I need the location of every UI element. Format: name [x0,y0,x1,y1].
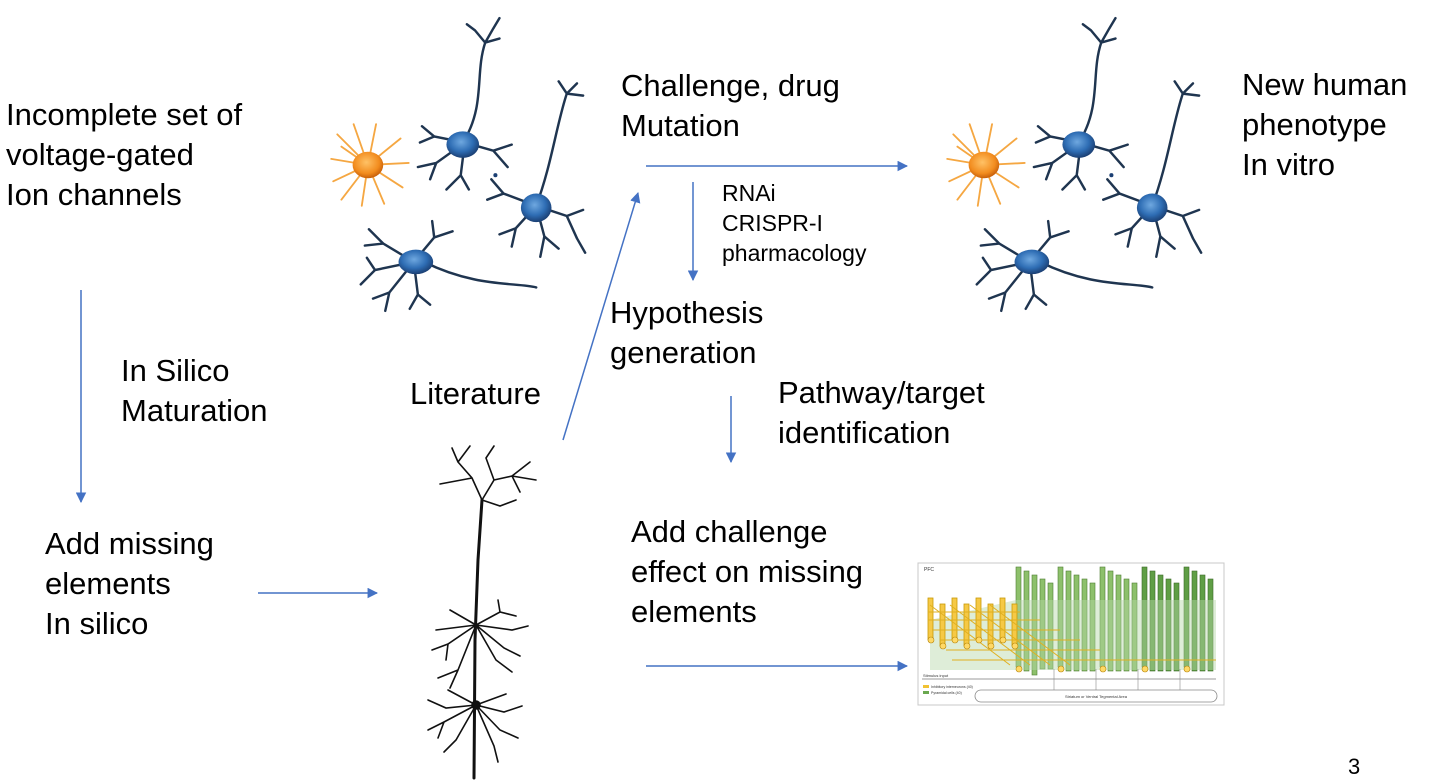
network-legend-pyramidal: Pyramidal cells (40) [931,691,962,695]
add-challenge-effect-text: Add challenge effect on missing elements [631,514,864,629]
pyramidal-cell-columns [1015,566,1214,676]
incomplete-ion-channels-text: Incomplete set of voltage-gated Ion chan… [6,97,243,212]
neuron-culture-image-left [329,16,587,313]
network-legend-interneurons: Inhibitory interneurons (40) [931,685,973,689]
new-human-phenotype-text: New human phenotype In vitro [1242,67,1408,182]
network-model-figure: PFC Stimulus input Inhibitory interneuro… [917,562,1225,706]
network-target-label: Striatum or Ventral Tegmental Area [1065,694,1128,699]
add-missing-elements-text: Add missing elements In silico [45,526,214,641]
network-stimulus-label: Stimulus input [923,673,949,678]
pathway-target-text: Pathway/target identification [778,375,985,450]
in-silico-maturation-text: In Silico Maturation [121,353,268,428]
neuron-culture-image-right [945,16,1203,313]
perturbation-methods-text: RNAi CRISPR-I pharmacology [722,180,867,266]
hypothesis-generation-text: Hypothesis generation [610,295,764,370]
arrow-literature-to-hypothesis [562,191,641,441]
network-title: PFC [924,567,934,573]
pyramidal-neuron-drawing [427,445,537,780]
page-number: 3 [1348,754,1361,779]
literature-text: Literature [410,376,541,411]
interneuron-grid [927,597,1018,647]
challenge-drug-text: Challenge, drug Mutation [621,68,840,143]
